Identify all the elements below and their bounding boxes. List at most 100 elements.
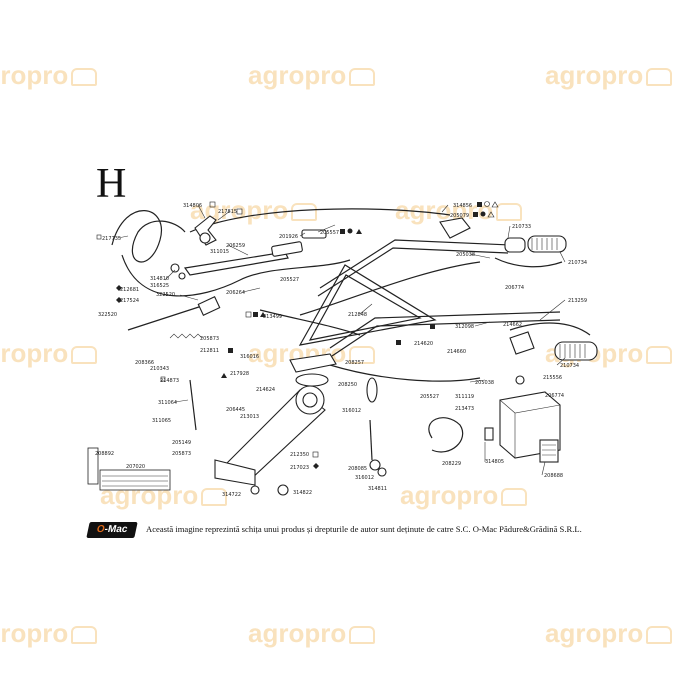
part-number: 206259	[226, 243, 245, 249]
small-bolt	[484, 427, 494, 441]
base-washer	[277, 484, 289, 496]
bolt-2	[369, 419, 373, 461]
part-number: 205873	[172, 451, 191, 457]
nut	[369, 459, 381, 471]
small-nut	[170, 263, 180, 273]
watermark: agropro	[545, 60, 673, 91]
frame-triangle	[298, 264, 437, 346]
washer	[377, 467, 387, 477]
part-number: 314856	[453, 203, 472, 209]
part-number: 206774	[545, 393, 564, 399]
part-number: 314805	[485, 459, 504, 465]
mid-cable	[299, 261, 481, 316]
part-number: 212811	[200, 348, 219, 354]
link-ring	[366, 377, 378, 403]
legend-label	[99, 469, 171, 491]
part-number: 213013	[240, 414, 259, 420]
part-number: 208257	[345, 360, 364, 366]
watermark: agropro	[400, 480, 528, 511]
part-number: 208892	[95, 451, 114, 457]
part-number: 214660	[447, 349, 466, 355]
brake-lever	[509, 322, 591, 336]
part-number: 217928	[230, 371, 249, 377]
clutch-body	[439, 217, 471, 239]
part-number: 217735	[102, 236, 121, 242]
handlebar-left	[319, 239, 511, 289]
part-number: 316016	[240, 354, 259, 360]
frame-triangle-inner	[308, 274, 422, 341]
handlebar-left-2	[317, 247, 509, 297]
part-number: 217524	[120, 298, 139, 304]
part-number: 205873	[200, 336, 219, 342]
watermark: agropro	[0, 338, 98, 369]
part-number: 217815	[218, 209, 237, 215]
clutch-lever	[494, 257, 563, 268]
part-number: 314822	[293, 490, 312, 496]
part-number: 210733	[512, 224, 531, 230]
column-gear-hub	[302, 392, 318, 408]
part-number: 213473	[455, 406, 474, 412]
part-number: 205527	[420, 394, 439, 400]
omac-logo: O-Mac	[86, 522, 138, 538]
part-number: 314722	[222, 492, 241, 498]
watermark: agropro	[248, 60, 376, 91]
part-number: 205079	[450, 213, 469, 219]
part-number: 215556	[543, 375, 562, 381]
lever-bracket	[509, 331, 535, 355]
handlebar-right	[329, 311, 561, 349]
column-base	[214, 459, 256, 486]
grip-block	[271, 241, 303, 257]
part-number: 314810	[150, 276, 169, 282]
part-number: 205038	[456, 252, 475, 258]
part-number: 316525	[150, 283, 169, 289]
watermark: agropro	[0, 618, 98, 649]
column-plate	[289, 353, 337, 373]
small-washer	[178, 272, 186, 280]
part-number: 314806	[183, 203, 202, 209]
part-number: 205149	[172, 440, 191, 446]
part-number: 214624	[256, 387, 275, 393]
part-number: 208366	[135, 360, 154, 366]
part-number: 208250	[338, 382, 357, 388]
part-number: 210343	[150, 366, 169, 372]
part-number: 208688	[544, 473, 563, 479]
part-number: 212350	[290, 452, 309, 458]
part-number: 311065	[152, 418, 171, 424]
part-number: 206445	[226, 407, 245, 413]
left-grip-collar	[504, 237, 526, 253]
part-number: 217023	[290, 465, 309, 471]
box-lid	[539, 439, 559, 463]
part-number: 316012	[355, 475, 374, 481]
part-number: 312098	[455, 324, 474, 330]
watermark: agropro	[395, 195, 523, 226]
part-number: 322520	[156, 292, 175, 298]
part-number: 207020	[126, 464, 145, 470]
part-number: 210734	[560, 363, 579, 369]
part-number: 316012	[342, 408, 361, 414]
mid-cable-3	[259, 309, 361, 336]
part-number: 206264	[226, 290, 245, 296]
base-nut	[250, 485, 260, 495]
copyright-notice: Această imagine reprezintă schița unui p…	[146, 524, 582, 534]
part-number: 201926	[279, 234, 298, 240]
part-number: 206774	[505, 285, 524, 291]
part-number: 311119	[455, 394, 474, 400]
part-number: 205527	[280, 277, 299, 283]
part-number: 208229	[442, 461, 461, 467]
bolt	[189, 379, 197, 431]
part-number: 314811	[368, 486, 387, 492]
part-number: 214873	[160, 378, 179, 384]
part-labels: 314806 217815 217735 311015 206259 20192…	[95, 203, 587, 498]
part-number: 213259	[568, 298, 587, 304]
copyright-footer: O-Mac Această imagine reprezintă schița …	[86, 522, 628, 542]
part-number: 212848	[348, 312, 367, 318]
lower-left-cable	[121, 254, 351, 297]
part-number: 205557	[320, 230, 339, 236]
availability-symbols	[96, 201, 499, 469]
watermark: agropro	[545, 618, 673, 649]
cable-clip	[515, 375, 525, 385]
throttle-pivot	[199, 232, 211, 244]
throttle-lever	[194, 215, 217, 246]
part-number: 322520	[98, 312, 117, 318]
